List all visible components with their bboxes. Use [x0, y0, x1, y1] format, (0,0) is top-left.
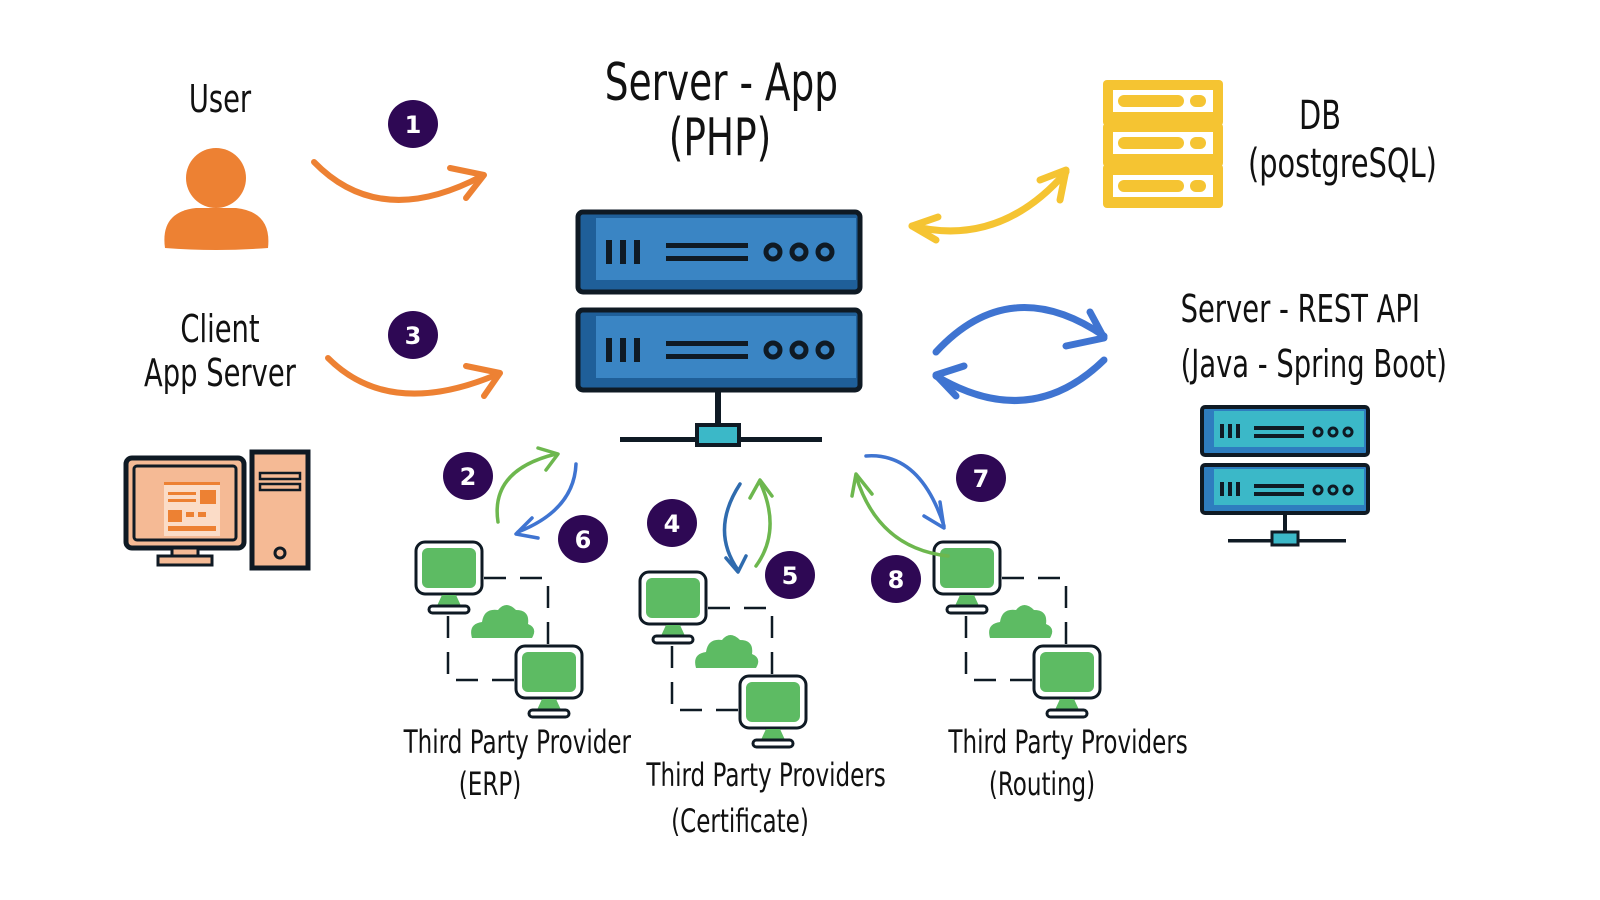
arrow-rest-api-bidirectional	[932, 304, 1108, 404]
svg-text:7: 7	[973, 465, 990, 493]
step-badge-5: 5	[765, 551, 815, 599]
rest-api-label: Server - REST API (Java - Spring Boot)	[1180, 282, 1447, 392]
svg-text:8: 8	[888, 566, 905, 594]
step-badge-8: 8	[871, 555, 921, 603]
rest-api-server-icon	[1200, 405, 1370, 547]
step-badge-4: 4	[647, 499, 697, 547]
svg-text:1: 1	[405, 111, 422, 139]
database-icon	[1103, 80, 1223, 208]
arrow-step-4	[722, 482, 748, 574]
routing-label-line2: (Routing)	[988, 764, 1096, 803]
user-label: User	[188, 77, 252, 121]
routing-label-line1: Third Party Providers	[948, 723, 1188, 761]
step-badge-2: 2	[443, 452, 493, 500]
svg-text:4: 4	[664, 510, 681, 538]
arrow-step-1	[311, 159, 487, 203]
arrow-step-3	[325, 355, 503, 399]
step-badge-3: 3	[388, 311, 438, 359]
server-app-label-line1: Server - App	[604, 53, 839, 113]
db-label-line1: DB	[1299, 93, 1341, 139]
db-label: DB (postgreSQL)	[1248, 92, 1437, 188]
rest-api-label-line2: (Java - Spring Boot)	[1180, 342, 1447, 387]
client-label: Client App Server	[141, 307, 299, 395]
routing-network-icon	[934, 542, 1100, 717]
routing-label: Third Party Providers (Routing)	[948, 722, 1188, 805]
step-badge-6: 6	[558, 515, 608, 563]
certificate-label-line1: Third Party Providers	[646, 756, 886, 794]
arrow-step-5	[748, 478, 774, 568]
db-label-line2: (postgreSQL)	[1248, 141, 1437, 187]
arrow-step-7	[864, 454, 946, 530]
user-icon	[164, 148, 269, 250]
erp-label: Third Party Provider (ERP)	[403, 722, 631, 805]
client-label-line2: App Server	[144, 350, 296, 395]
desktop-computer-icon	[123, 449, 311, 571]
certificate-label-line2: (Certificate)	[671, 802, 809, 841]
server-app-icon	[578, 212, 860, 447]
svg-text:2: 2	[460, 463, 477, 491]
certificate-label: Third Party Providers (Certificate)	[646, 752, 886, 845]
arrow-step-8	[850, 472, 950, 558]
svg-text:3: 3	[405, 322, 422, 350]
rest-api-label-line1: Server - REST API	[1180, 287, 1420, 331]
svg-text:6: 6	[575, 526, 592, 554]
erp-label-line1: Third Party Provider	[403, 723, 631, 761]
certificate-network-icon	[640, 572, 806, 747]
arrow-db-bidirectional	[908, 166, 1070, 244]
erp-label-line2: (ERP)	[458, 764, 522, 803]
erp-network-icon	[416, 542, 582, 717]
step-badge-1: 1	[388, 100, 438, 148]
server-app-label: Server - App (PHP)	[604, 53, 839, 168]
step-badge-7: 7	[956, 454, 1006, 502]
arrow-step-6	[514, 462, 578, 540]
client-label-line1: Client	[180, 307, 260, 351]
arrow-step-2	[495, 446, 560, 524]
svg-text:5: 5	[782, 562, 799, 590]
server-app-label-line2: (PHP)	[668, 107, 772, 168]
